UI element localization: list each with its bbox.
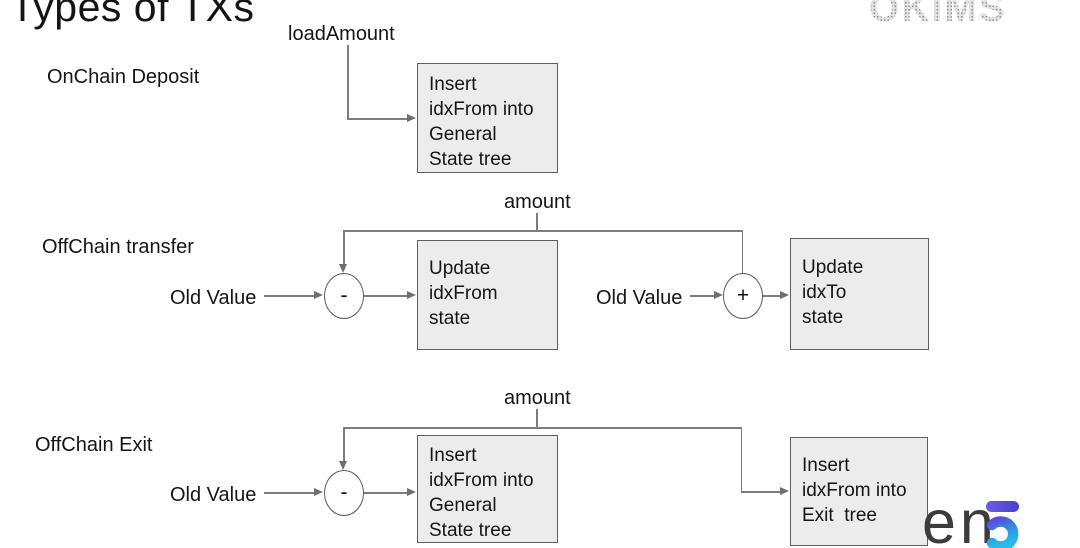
connector-line xyxy=(343,427,742,429)
process-box-update-idxfrom-state: Update idxFrom state xyxy=(417,240,558,350)
arrowhead-right-icon xyxy=(407,291,416,299)
connector-line xyxy=(536,213,538,231)
connector-line xyxy=(264,295,316,297)
box-line: Insert xyxy=(802,455,850,476)
old-value-label: Old Value xyxy=(170,484,257,506)
operator-circle-minus: - xyxy=(324,470,364,516)
logo-wordmark-partial: en xyxy=(922,488,998,548)
connector-line xyxy=(741,230,743,274)
arrowhead-right-icon xyxy=(714,291,723,299)
box-line: idxFrom xyxy=(429,283,498,304)
load-amount-label: loadAmount xyxy=(288,23,395,45)
box-line: State tree xyxy=(429,149,512,170)
connector-line xyxy=(763,295,782,297)
operator-circle-plus: + xyxy=(723,273,763,319)
amount-label: amount xyxy=(504,191,571,213)
connector-line xyxy=(343,230,345,266)
process-box-insert-general-state-tree: Insert idxFrom into General State tree xyxy=(417,63,558,173)
process-box-insert-exit-tree: Insert idxFrom into Exit tree xyxy=(790,437,928,546)
connector-line xyxy=(343,427,345,463)
arrowhead-down-icon xyxy=(339,461,347,470)
box-line: state xyxy=(429,308,471,329)
arrowhead-down-icon xyxy=(339,264,347,273)
arrowhead-right-icon xyxy=(407,488,416,496)
connector-line xyxy=(264,492,316,494)
page-title: Types of TXs xyxy=(10,0,255,30)
box-line: idxFrom into xyxy=(429,470,534,491)
box-line: state xyxy=(802,307,844,328)
amount-label: amount xyxy=(504,387,571,409)
connector-line xyxy=(364,492,408,494)
arrowhead-right-icon xyxy=(314,488,323,496)
watermark-text: OKIMS xyxy=(869,0,1007,31)
connector-line xyxy=(690,295,716,297)
row-label-offchain-exit: OffChain Exit xyxy=(35,434,153,456)
connector-line xyxy=(343,230,743,232)
box-line: General xyxy=(429,495,497,516)
connector-line xyxy=(364,295,408,297)
arrowhead-right-icon xyxy=(780,487,789,495)
plus-icon: + xyxy=(736,284,750,307)
row-label-onchain-deposit: OnChain Deposit xyxy=(47,66,200,88)
process-box-insert-general-state-tree: Insert idxFrom into General State tree xyxy=(417,435,558,543)
process-box-update-idxto-state: Update idxTo state xyxy=(790,238,929,350)
minus-icon: - xyxy=(340,481,348,504)
box-line: State tree xyxy=(429,520,512,541)
arrowhead-right-icon xyxy=(314,291,323,299)
connector-line xyxy=(740,491,782,493)
box-line: Insert xyxy=(429,445,477,466)
connector-line xyxy=(740,427,742,492)
connector-line xyxy=(347,118,408,120)
iden3-logo-icon xyxy=(986,501,1019,548)
box-line: Update xyxy=(429,258,491,279)
connector-line xyxy=(347,45,349,119)
box-line: idxFrom into xyxy=(802,480,907,501)
minus-icon: - xyxy=(340,284,348,307)
arrowhead-right-icon xyxy=(407,114,416,122)
row-label-offchain-transfer: OffChain transfer xyxy=(42,236,194,258)
box-line: Update xyxy=(802,257,864,278)
old-value-label: Old Value xyxy=(596,287,683,309)
connector-line xyxy=(536,409,538,428)
arrowhead-right-icon xyxy=(780,291,789,299)
box-line: Insert xyxy=(429,74,477,95)
box-line: Exit tree xyxy=(802,505,877,526)
old-value-label: Old Value xyxy=(170,287,257,309)
box-line: General xyxy=(429,124,497,145)
operator-circle-minus: - xyxy=(324,273,364,319)
box-line: idxTo xyxy=(802,282,847,303)
box-line: idxFrom into xyxy=(429,99,534,120)
